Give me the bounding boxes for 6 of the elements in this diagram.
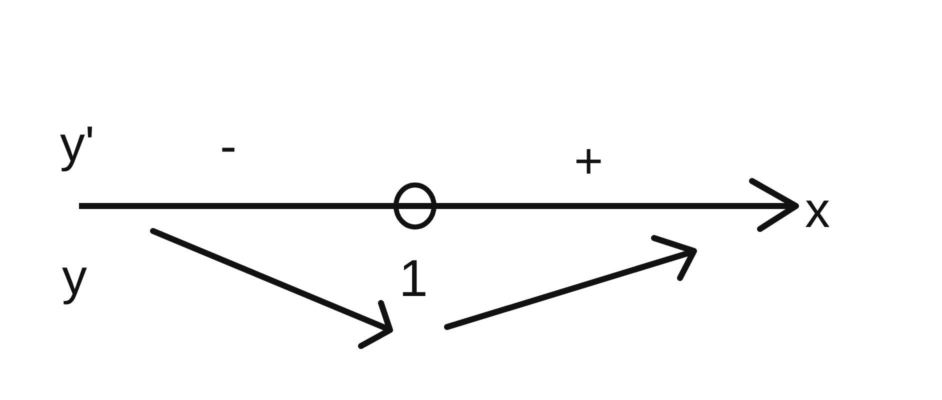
row-label: y <box>62 252 87 302</box>
row-label: y' <box>60 119 95 169</box>
tick-label: 1 <box>399 253 428 305</box>
axis-label: x <box>805 185 830 235</box>
sign-label: - <box>220 121 237 171</box>
sign-label: + <box>574 136 604 186</box>
